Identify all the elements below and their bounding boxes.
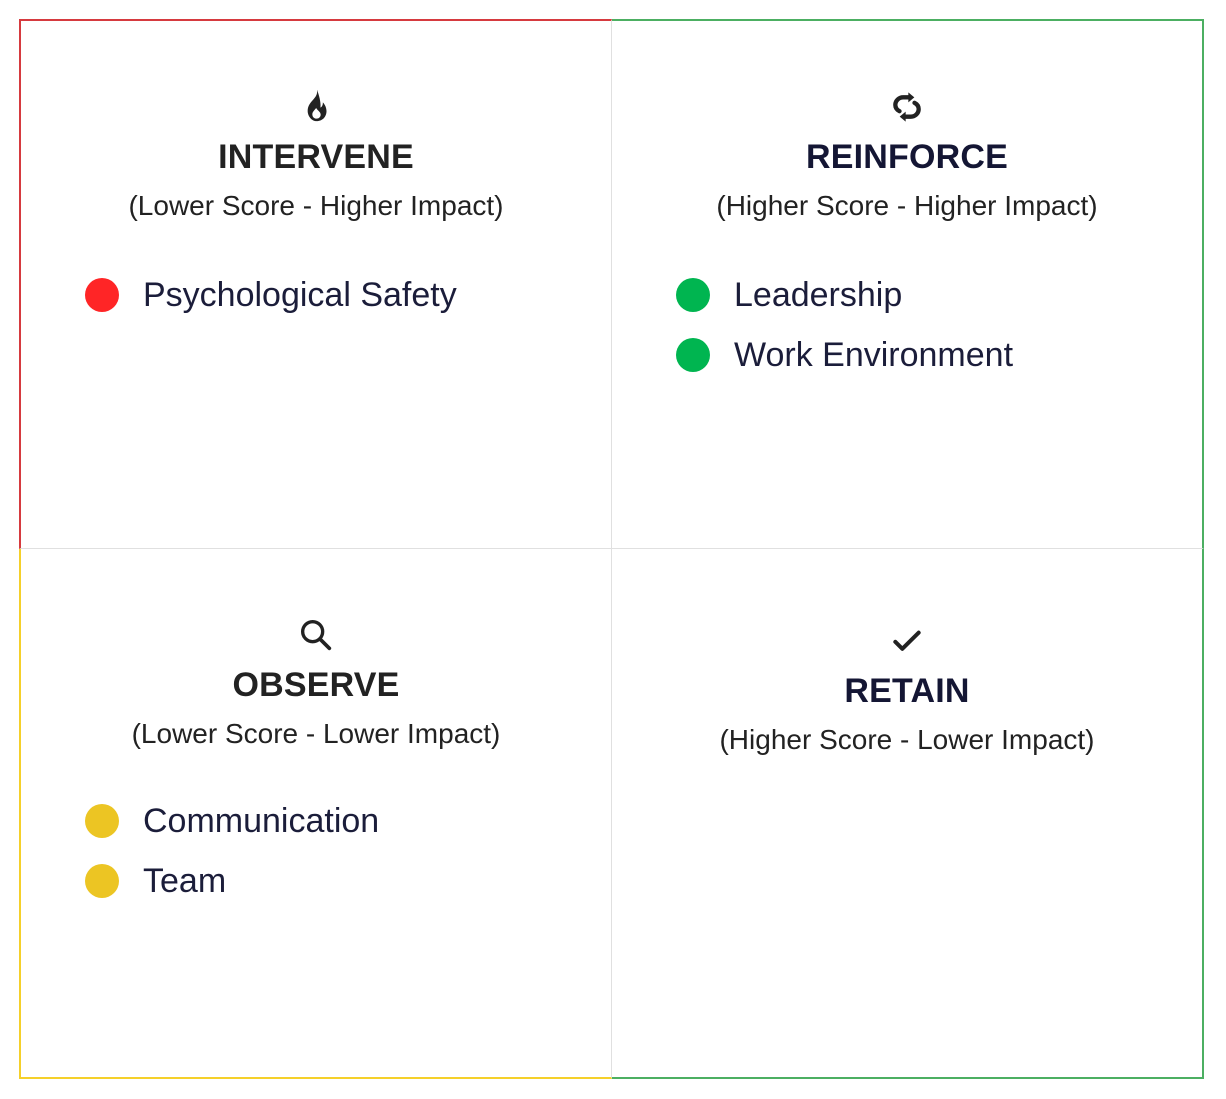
quadrant-title: OBSERVE: [232, 666, 400, 704]
quadrant-title: REINFORCE: [805, 138, 1009, 176]
fire-icon: [296, 87, 336, 127]
dimension-list: Leadership Work Environment: [676, 265, 1013, 385]
dimension-list: Psychological Safety: [85, 265, 457, 325]
dimension-list: Communication Team: [85, 791, 379, 911]
dimension-label: Communication: [143, 801, 380, 840]
list-item: Team: [85, 851, 379, 911]
quadrant-observe: OBSERVE (Lower Score - Lower Impact) Com…: [19, 549, 612, 1079]
quadrant-header: INTERVENE (Lower Score - Higher Impact): [21, 87, 611, 223]
quadrant-subtitle: (Higher Score - Higher Impact): [716, 190, 1098, 221]
quadrant-header: OBSERVE (Lower Score - Lower Impact): [21, 615, 611, 751]
list-item: Leadership: [676, 265, 1013, 325]
quadrant-header: RETAIN (Higher Score - Lower Impact): [612, 621, 1202, 757]
priority-matrix: INTERVENE (Lower Score - Higher Impact) …: [19, 19, 1204, 1079]
dimension-label: Work Environment: [734, 335, 1014, 374]
quadrant-intervene: INTERVENE (Lower Score - Higher Impact) …: [19, 19, 612, 549]
status-dot-green: [676, 278, 710, 312]
dimension-label: Team: [143, 861, 227, 900]
list-item: Communication: [85, 791, 379, 851]
quadrant-subtitle: (Higher Score - Lower Impact): [719, 724, 1095, 755]
list-item: Work Environment: [676, 325, 1013, 385]
status-dot-green: [676, 338, 710, 372]
quadrant-subtitle: (Lower Score - Higher Impact): [128, 190, 504, 221]
quadrant-subtitle: (Lower Score - Lower Impact): [131, 718, 501, 749]
quadrant-retain: RETAIN (Higher Score - Lower Impact): [612, 549, 1204, 1079]
quadrant-reinforce: REINFORCE (Higher Score - Higher Impact)…: [612, 19, 1204, 549]
status-dot-yellow: [85, 864, 119, 898]
dimension-label: Leadership: [734, 275, 903, 314]
status-dot-red: [85, 278, 119, 312]
quadrant-title: INTERVENE: [218, 138, 414, 176]
quadrant-header: REINFORCE (Higher Score - Higher Impact): [612, 87, 1202, 223]
check-icon: [887, 621, 927, 661]
sync-arrows-icon: [887, 87, 927, 127]
quadrant-title: RETAIN: [844, 672, 970, 710]
status-dot-yellow: [85, 804, 119, 838]
search-icon: [296, 615, 336, 655]
list-item: Psychological Safety: [85, 265, 457, 325]
dimension-label: Psychological Safety: [143, 275, 457, 314]
